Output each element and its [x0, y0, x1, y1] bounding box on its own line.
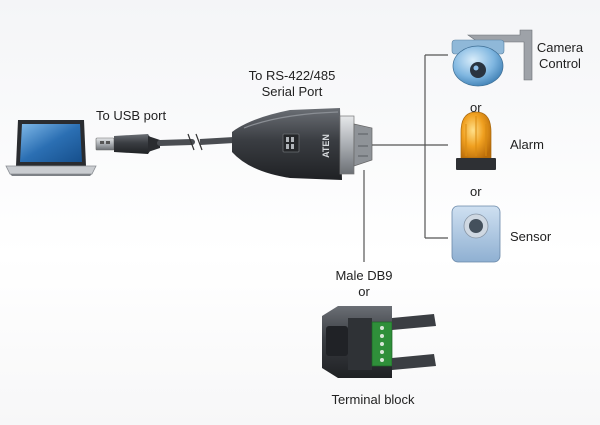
connection-lines [363, 54, 448, 262]
usb-cable [157, 133, 235, 151]
aten-logo: ATEN [321, 134, 331, 158]
rs422-adapter: ATEN [232, 108, 373, 180]
or-label-1: or [470, 100, 482, 115]
male-db9-label-line1: Male DB9 [335, 268, 393, 283]
camera-icon [451, 29, 533, 87]
camera-label-line2: Control [539, 56, 581, 71]
usb-plug-icon [95, 134, 160, 154]
sensor-label: Sensor [510, 229, 552, 244]
male-db9-label-or: or [358, 284, 370, 299]
or-label-2: or [470, 184, 482, 199]
laptop-icon [5, 120, 97, 176]
male-db9-label: Male DB9 or [324, 268, 404, 300]
camera-control-label: Camera Control [533, 40, 587, 72]
serial-port-label-line1: To RS-422/485 [248, 68, 336, 83]
terminal-block-label: Terminal block [331, 392, 415, 407]
sensor-icon [451, 205, 501, 263]
alarm-icon [456, 111, 496, 170]
alarm-label: Alarm [510, 137, 544, 152]
camera-label-line1: Camera [536, 40, 584, 55]
serial-port-label-line2: Serial Port [261, 84, 323, 99]
dip-switch-icon [282, 133, 300, 153]
usb-port-label: To USB port [96, 108, 167, 123]
terminal-block-icon [322, 306, 436, 378]
serial-port-label: To RS-422/485 Serial Port [242, 68, 342, 100]
